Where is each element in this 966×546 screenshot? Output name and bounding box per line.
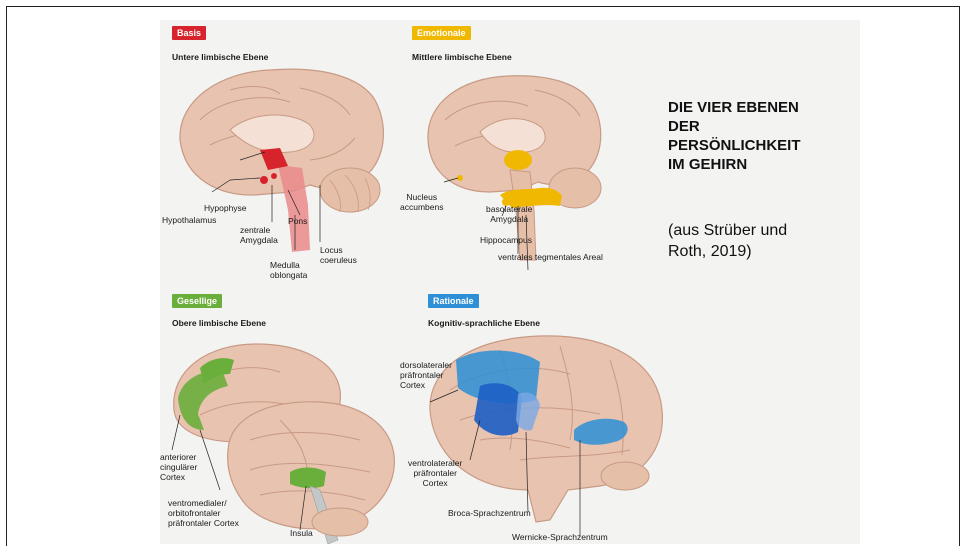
label-insula: Insula xyxy=(290,528,313,538)
brain-sagittal-emotionale xyxy=(400,20,680,290)
panel-rationale: Rationale Kognitiv-sprachliche Ebene dor… xyxy=(400,290,700,544)
brain-lateral-rationale xyxy=(400,290,700,544)
title-line: IM GEHIRN xyxy=(668,155,868,174)
label-ventrolateraler-cortex: ventrolateraler präfrontaler Cortex xyxy=(408,458,462,488)
label-hypophyse: Hypophyse xyxy=(204,203,247,213)
panel-emotionale: Emotionale Mittlere limbische Ebene Nucl… xyxy=(400,20,680,290)
citation-line: Roth, 2019) xyxy=(668,241,868,262)
slide-title: DIE VIER EBENEN DER PERSÖNLICHKEIT IM GE… xyxy=(668,98,868,174)
label-anteriorer-cingularer-cortex: anteriorer cingulärer Cortex xyxy=(160,452,197,482)
citation-line: (aus Strüber und xyxy=(668,220,868,241)
title-line: DIE VIER EBENEN xyxy=(668,98,868,117)
label-ventromedialer-cortex: ventromedialer/ orbitofrontaler präfront… xyxy=(168,498,239,528)
label-zentrale-amygdala: zentrale Amygdala xyxy=(240,225,278,245)
label-locus-coeruleus: Locus coeruleus xyxy=(320,245,357,265)
label-vta: ventrales tegmentales Areal xyxy=(498,252,603,262)
label-nucleus-accumbens: Nucleus accumbens xyxy=(400,192,443,212)
label-dorsolateraler-cortex: dorsolateraler präfrontaler Cortex xyxy=(400,360,452,390)
panel-gesellige: Gesellige Obere limbische Ebene anterior… xyxy=(160,290,410,544)
label-medulla-oblongata: Medulla oblongata xyxy=(270,260,307,280)
label-broca: Broca-Sprachzentrum xyxy=(448,508,531,518)
label-hypothalamus: Hypothalamus xyxy=(162,215,216,225)
citation: (aus Strüber und Roth, 2019) xyxy=(668,220,868,262)
label-basolaterale-amygdala: basolaterale Amygdala xyxy=(486,204,532,224)
title-line: PERSÖNLICHKEIT xyxy=(668,136,868,155)
title-line: DER xyxy=(668,117,868,136)
label-wernicke: Wernicke-Sprachzentrum xyxy=(512,532,608,542)
label-hippocampus: Hippocampus xyxy=(480,235,532,245)
label-pons: Pons xyxy=(288,216,307,226)
